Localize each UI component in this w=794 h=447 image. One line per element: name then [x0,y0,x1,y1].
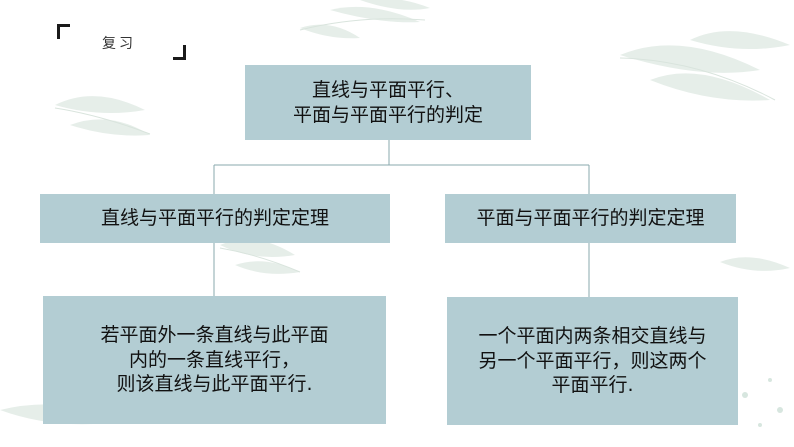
left-theorem-description: 若平面外一条直线与此平面 内的一条直线平行， 则该直线与此平面平行. [43,296,386,424]
right-description-line-3: 平面平行. [551,374,634,397]
root-node-line-1: 直线与平面平行、 [311,78,464,101]
root-node-line-2: 平面与平面平行的判定 [292,103,483,126]
right-description-line-2: 另一个平面平行，则这两个 [478,349,707,372]
right-theorem-description: 一个平面内两条相交直线与 另一个平面平行，则这两个 平面平行. [447,297,738,425]
left-description-line-2: 内的一条直线平行， [128,348,300,371]
root-node: 直线与平面平行、 平面与平面平行的判定 [245,65,531,140]
corner-bracket-bottom-right [173,45,186,60]
right-theorem-title: 平面与平面平行的判定定理 [476,207,705,230]
left-theorem-title: 直线与平面平行的判定定理 [100,207,329,230]
left-description-line-3: 则该直线与此平面平行. [116,373,313,396]
left-theorem-node: 直线与平面平行的判定定理 [40,194,390,243]
right-description-line-1: 一个平面内两条相交直线与 [478,324,707,347]
section-heading: 复习 [102,36,136,52]
corner-bracket-top-left [57,24,70,39]
left-description-line-1: 若平面外一条直线与此平面 [100,323,329,346]
right-theorem-node: 平面与平面平行的判定定理 [445,194,736,243]
